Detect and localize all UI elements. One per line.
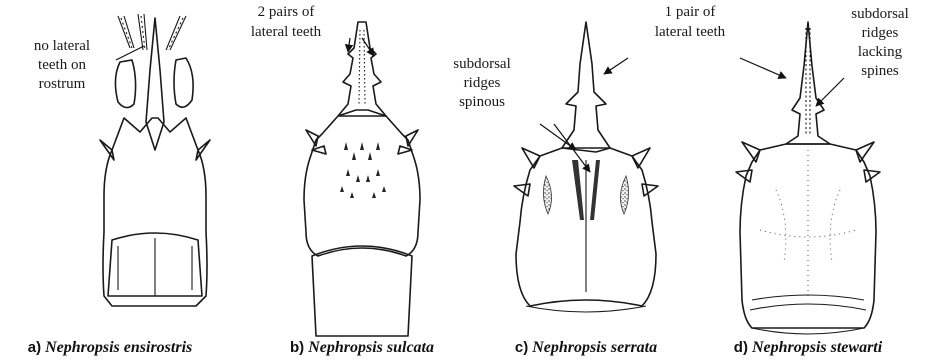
annotation-a-line2: teeth on	[38, 57, 86, 73]
annotation-d-line3: lacking	[858, 44, 903, 60]
annotation-b-line1: 2 pairs of	[258, 4, 315, 20]
annotation-d-line4: spines	[861, 63, 899, 79]
caption-b: b)Nephropsis sulcata	[290, 339, 434, 356]
eyestalk-right-a	[174, 58, 193, 107]
caption-d-species: Nephropsis stewarti	[751, 339, 883, 356]
carapace-a	[100, 14, 210, 306]
annotation-a-line1: no lateral	[34, 38, 90, 54]
rostrum-a	[146, 18, 164, 150]
annotation-c-line2: ridges	[464, 75, 501, 91]
caption-c: c)Nephropsis serrata	[515, 339, 657, 356]
leader-a	[116, 46, 144, 60]
carapace-b	[304, 22, 420, 336]
caption-a: a)Nephropsis ensirostris	[28, 339, 193, 356]
caption-b-species: Nephropsis sulcata	[307, 339, 434, 356]
caption-d: d)Nephropsis stewarti	[734, 339, 883, 356]
annotation-a: no lateral teeth on rostrum	[34, 38, 90, 92]
annotation-cd: 1 pair of lateral teeth	[655, 4, 726, 40]
caption-d-letter: d)	[734, 339, 748, 356]
arrow-lateral-c	[604, 58, 628, 74]
eyestalk-left-a	[115, 60, 135, 108]
caption-b-letter: b)	[290, 339, 304, 356]
rostrum-b	[338, 22, 386, 116]
rostrum-d	[786, 22, 830, 144]
annotation-c-line3: spinous	[459, 94, 505, 110]
annotation-b-line2: lateral teeth	[251, 24, 322, 40]
caption-c-letter: c)	[515, 339, 528, 356]
caption-a-letter: a)	[28, 339, 41, 356]
annotation-d: subdorsal ridges lacking spines	[851, 6, 909, 79]
carapace-d	[736, 22, 880, 334]
annotation-d-line1: subdorsal	[851, 6, 909, 22]
spine-cluster-b	[340, 142, 386, 198]
annotation-c: subdorsal ridges spinous	[453, 56, 511, 110]
annotation-cd-line2: lateral teeth	[655, 24, 726, 40]
annotation-cd-line1: 1 pair of	[665, 4, 716, 20]
annotation-a-line3: rostrum	[39, 76, 86, 92]
annotation-c-line1: subdorsal	[453, 56, 511, 72]
caption-a-species: Nephropsis ensirostris	[44, 339, 192, 356]
caption-c-species: Nephropsis serrata	[531, 339, 657, 356]
annotation-d-line2: ridges	[862, 25, 899, 41]
arrow-b-1	[348, 38, 350, 52]
arrow-d-ridges	[816, 78, 844, 106]
rostrum-c	[562, 22, 610, 152]
arrow-lateral-d	[740, 58, 786, 78]
annotation-b: 2 pairs of lateral teeth	[251, 4, 322, 40]
